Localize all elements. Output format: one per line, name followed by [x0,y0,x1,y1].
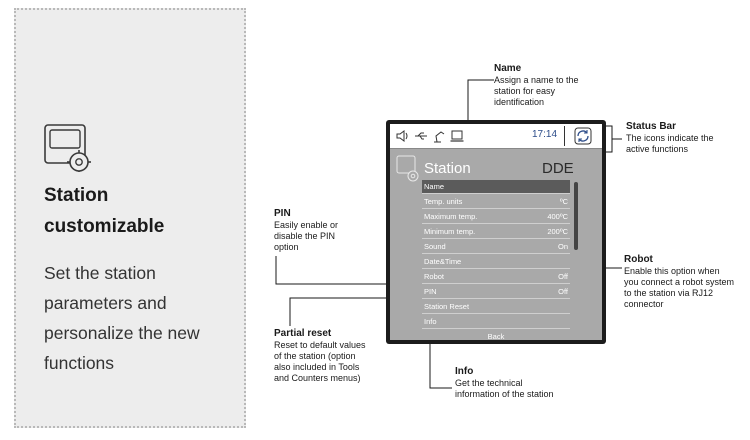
menu-item-maximum-temp[interactable]: Maximum temp. 400ºC [422,210,570,224]
callout-name: Name Assign a name to the station for ea… [494,63,579,107]
menu-scrollbar[interactable] [574,182,578,250]
menu-item-temp-units[interactable]: Temp. units ºC [422,195,570,209]
sync-icon[interactable] [574,127,592,145]
menu-item-station-reset[interactable]: Station Reset [422,300,570,314]
card-title: Station customizable [44,185,165,237]
status-divider [564,126,565,146]
speaker-icon [396,130,408,142]
menu-item-pin[interactable]: PIN Off [422,285,570,299]
back-button[interactable]: Back [487,332,505,340]
monitor-icon [450,130,464,142]
menu-item-robot[interactable]: Robot Off [422,270,570,284]
menu-item-sound[interactable]: Sound On [422,240,570,254]
station-screen: 17:14 Station DDE Name Temp. units ºC [390,124,602,340]
menu-item-info[interactable]: Info [422,315,570,329]
screen-title: Station [424,160,471,177]
station-device: 17:14 Station DDE Name Temp. units ºC [386,120,606,344]
card-description: Set the station parameters and personali… [44,263,200,373]
usb-icon [415,132,427,140]
screen-model: DDE [542,160,574,177]
screen-station-icon [396,155,419,182]
robot-arm-icon [434,131,445,143]
menu-item-name[interactable]: Name [422,180,570,194]
callout-info: Info Get the technical information of th… [455,366,554,399]
menu-item-minimum-temp[interactable]: Minimum temp. 200ºC [422,225,570,239]
callout-status-bar: Status Bar The icons indicate the active… [626,121,714,154]
feature-card: Station customizable Set the station par… [14,8,246,428]
callout-pin: PIN Easily enable or disable the PIN opt… [274,208,339,252]
station-settings-icon [44,124,91,172]
status-bar: 17:14 [390,124,602,149]
callout-partial-reset: Partial reset Reset to default values of… [274,328,366,383]
settings-menu: Name Temp. units ºC Maximum temp. 400ºC … [422,180,570,340]
status-time: 17:14 [532,129,558,140]
menu-item-date-time[interactable]: Date&Time [422,255,570,269]
callout-robot: Robot Enable this option when you connec… [624,254,735,309]
